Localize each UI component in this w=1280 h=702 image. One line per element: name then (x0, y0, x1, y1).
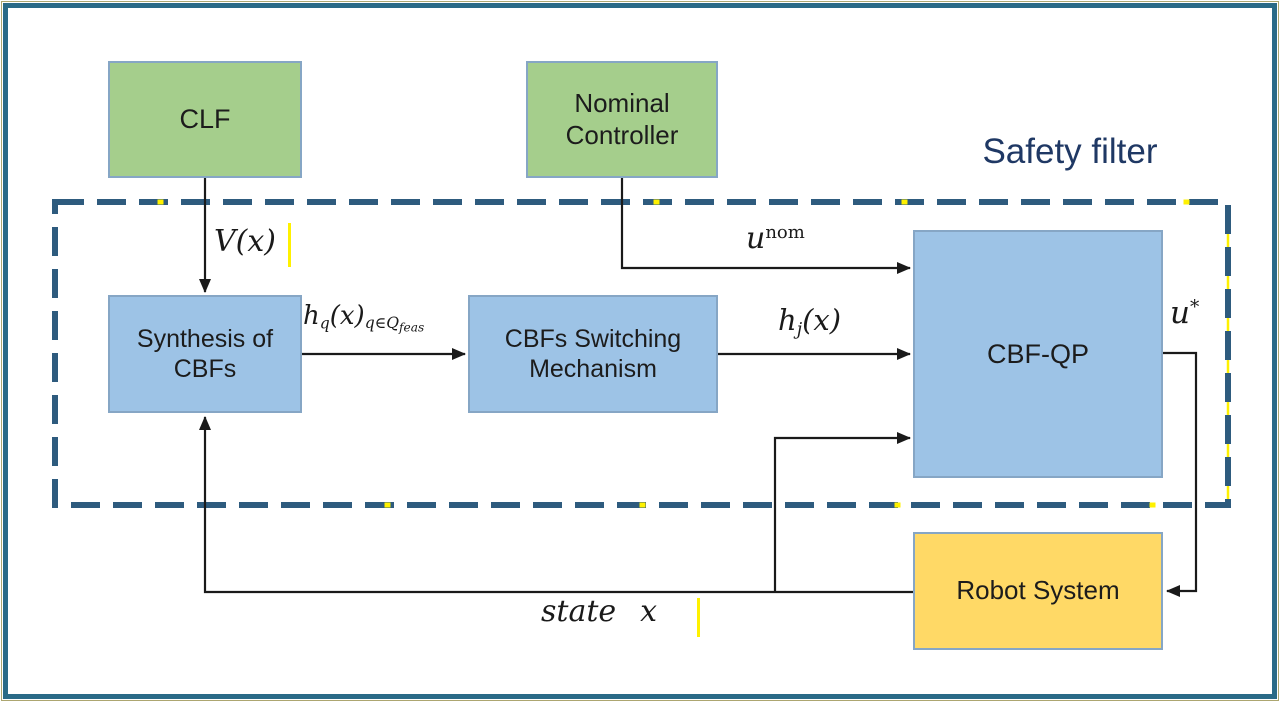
highlight-tick (653, 199, 660, 205)
arrow-nominal-to-cbfqp (620, 178, 911, 274)
highlight-tick (157, 199, 164, 205)
highlight-tick (901, 199, 908, 205)
arrow-cbfqp-to-robot (1163, 351, 1198, 597)
node-clf-label: CLF (179, 104, 231, 135)
node-cbfs-switching-mechanism-label: CBFs Switching Mechanism (504, 324, 682, 384)
safety-filter-title: Safety filter (982, 132, 1158, 171)
node-cbf-qp: CBF-QP (913, 230, 1163, 478)
node-clf: CLF (108, 61, 302, 178)
highlight-tick (1149, 502, 1156, 508)
node-robot-system-label: Robot System (956, 575, 1120, 606)
node-cbfs-switching-mechanism: CBFs Switching Mechanism (468, 295, 718, 413)
node-robot-system: Robot System (913, 532, 1163, 650)
text-cursor-highlight (288, 223, 291, 267)
arrow-state-to-cbfqp (773, 432, 911, 592)
node-nominal-controller: Nominal Controller (526, 61, 718, 178)
arrow-state-to-synthesis (199, 416, 913, 594)
highlight-tick (894, 502, 901, 508)
node-synthesis-of-cbfs: Synthesis of CBFs (108, 295, 302, 413)
node-cbf-qp-label: CBF-QP (986, 338, 1089, 369)
node-synthesis-of-cbfs-label: Synthesis of CBFs (136, 324, 274, 384)
edge-label-vx: V(x) (214, 224, 276, 259)
highlight-tick (384, 502, 391, 508)
highlight-tick (639, 502, 646, 508)
edge-label-u-nom: unom (746, 221, 805, 256)
edge-label-hj: hj(x) (778, 303, 842, 340)
edge-label-hq: hq(x)q∈Qfeas (303, 301, 425, 335)
text-cursor-highlight (697, 598, 700, 637)
edge-label-u-star: u* (1170, 295, 1200, 331)
highlight-tick (1183, 199, 1190, 205)
node-nominal-controller-label: Nominal Controller (565, 87, 679, 150)
